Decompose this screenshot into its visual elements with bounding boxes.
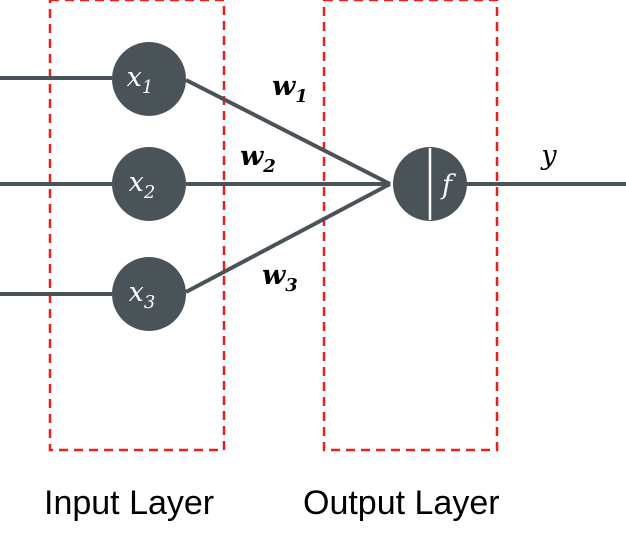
output-label: y bbox=[540, 140, 557, 171]
output-layer-box bbox=[322, 0, 499, 452]
input-node-3: x3 bbox=[112, 257, 186, 331]
edge-w3 bbox=[185, 182, 391, 294]
input-layer-caption: Input Layer bbox=[44, 484, 215, 522]
input-node-1: x1 bbox=[112, 42, 186, 116]
svg-text:x1: x1 bbox=[127, 62, 154, 98]
output-node: f bbox=[393, 147, 467, 221]
weight-label-3: w3 bbox=[262, 260, 298, 296]
input-layer-box bbox=[48, 0, 226, 452]
weight-label-1: w1 bbox=[272, 71, 308, 107]
svg-text:x3: x3 bbox=[129, 277, 156, 313]
svg-text:x2: x2 bbox=[129, 167, 156, 203]
edge-w1 bbox=[185, 78, 391, 186]
input-node-2: x2 bbox=[112, 147, 186, 221]
output-layer-caption: Output Layer bbox=[303, 484, 500, 522]
weight-label-2: w2 bbox=[240, 141, 276, 177]
